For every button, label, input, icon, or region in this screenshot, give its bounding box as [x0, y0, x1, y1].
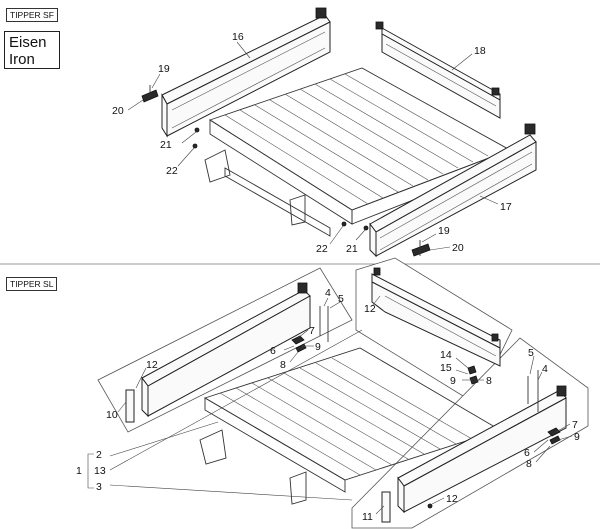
callout-8-right: 8: [526, 458, 532, 470]
callout-5-left: 5: [338, 293, 344, 305]
callout-20-bottom: 20: [452, 242, 464, 254]
side-panel-17: [369, 123, 537, 258]
callout-2: 2: [96, 449, 102, 461]
callout-12-left: 12: [146, 359, 158, 371]
callout-19-top: 19: [158, 63, 170, 75]
callout-6-right: 6: [524, 447, 530, 459]
section-label-tipper-sl: TIPPER SL: [6, 277, 58, 291]
callout-8-left: 8: [280, 359, 286, 371]
callout-9-left: 9: [315, 341, 321, 353]
callout-22-bottom: 22: [316, 243, 328, 255]
callout-9-right: 9: [574, 431, 580, 443]
side-panel-right-sl: [381, 370, 567, 523]
callout-7-left: 7: [309, 325, 315, 337]
callout-12-right: 12: [446, 493, 458, 505]
callout-14: 14: [440, 349, 452, 361]
callout-16: 16: [232, 31, 244, 43]
callout-20-top: 20: [112, 105, 124, 117]
callout-4-left: 4: [325, 287, 331, 299]
callout-7-right: 7: [572, 419, 578, 431]
callout-12-rear: 12: [364, 303, 376, 315]
tipper-sf-assembly: 16 18 19 20 21 22 17 19 20 21 22: [112, 7, 537, 258]
side-panel-16: [161, 7, 331, 138]
material-label-en: Iron: [9, 51, 35, 68]
callout-5-right: 5: [528, 347, 534, 359]
callout-15: 15: [440, 362, 452, 374]
material-legend: Eisen Iron: [4, 31, 60, 69]
callout-8-rear: 8: [486, 375, 492, 387]
platform-floor-top: [204, 67, 512, 237]
hinge-lock-bottom-right: [411, 240, 431, 257]
tipper-sl-assembly: 4 5 7 9 6 8 12 10 12 14 15 9 8 5 4 7 9 6…: [76, 257, 589, 529]
callout-22-top: 22: [166, 165, 178, 177]
callout-18: 18: [474, 45, 486, 57]
callout-11: 11: [362, 511, 373, 523]
callout-9-rear: 9: [450, 375, 456, 387]
rear-panel-sl: [371, 267, 501, 385]
callout-3: 3: [96, 481, 102, 493]
callout-21-top: 21: [160, 139, 172, 151]
platform-floor-bottom: [199, 347, 502, 505]
callout-17: 17: [500, 201, 512, 213]
callout-19-bottom: 19: [438, 225, 450, 237]
section-label-tipper-sf: TIPPER SF: [6, 8, 58, 22]
rear-panel-18: [375, 21, 501, 119]
callout-1: 1: [76, 465, 82, 477]
callout-4-right: 4: [542, 363, 548, 375]
side-panel-left-sl: [125, 282, 329, 423]
hinge-lock-top-left: [141, 85, 159, 103]
callout-21-bottom: 21: [346, 243, 358, 255]
callout-10: 10: [106, 409, 118, 421]
material-label-de: Eisen: [9, 34, 47, 51]
callout-13: 13: [94, 465, 106, 477]
callout-6-left: 6: [270, 345, 276, 357]
